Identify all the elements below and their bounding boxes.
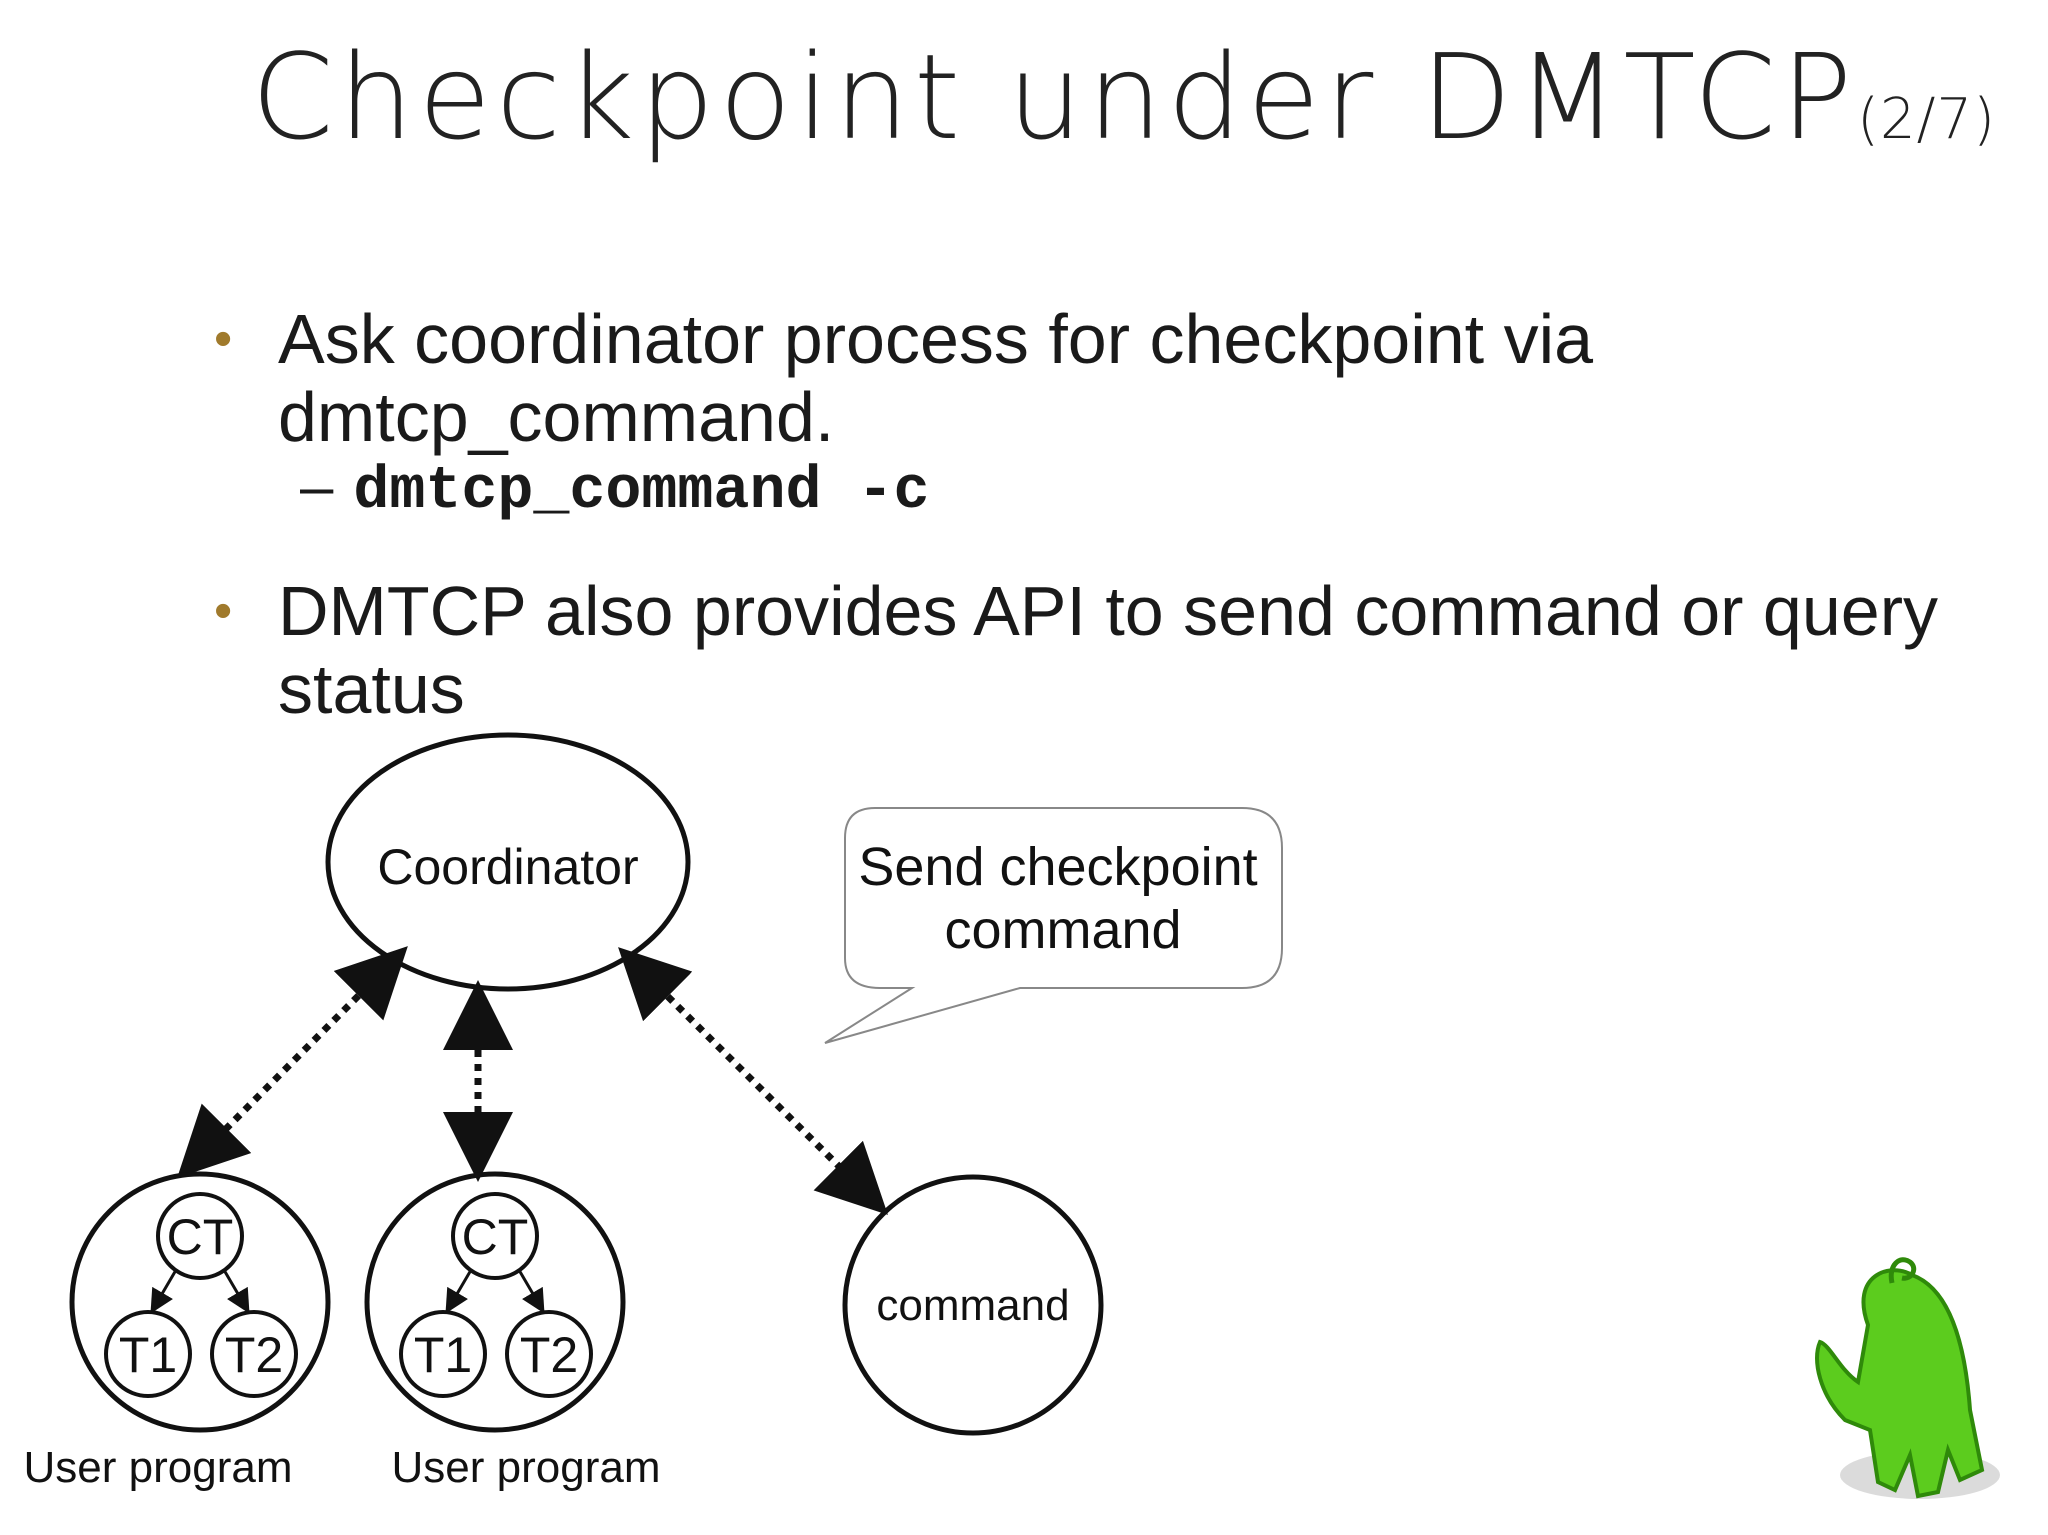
bullet-dot-icon: • — [214, 582, 233, 640]
program-1-caption: User program — [24, 1443, 293, 1492]
program-1-t1-label: T1 — [119, 1327, 177, 1383]
program-2-ct-node — [451, 1192, 539, 1280]
program-2-t1-label: T1 — [414, 1327, 472, 1383]
program-1-ct-label: CT — [167, 1209, 234, 1265]
callout-line-1: Send checkpoint — [858, 837, 1257, 897]
bullet-dot-icon: • — [214, 310, 233, 368]
command-label: command — [876, 1281, 1069, 1330]
mascot-icon — [1815, 1257, 2000, 1499]
arrow-coordinator-program-1 — [177, 946, 408, 1178]
program-1-edge-t2 — [222, 1269, 250, 1314]
program-1-t2-node — [210, 1310, 298, 1398]
page-indicator: (2/7) — [1857, 87, 1996, 152]
program-1-edge-t1 — [150, 1269, 178, 1314]
program-2-t2-label: T2 — [520, 1327, 578, 1383]
program-2-node — [364, 1171, 626, 1433]
program-2-edge-t1 — [445, 1269, 473, 1314]
program-2-edge-t2 — [517, 1269, 545, 1314]
user-program-1: CT T1 T2 User program — [24, 1171, 331, 1492]
speech-callout — [824, 807, 1283, 1044]
program-1-ct-node — [156, 1192, 244, 1280]
title-text: Checkpoint under DMTCP — [251, 28, 1858, 166]
program-2-caption: User program — [392, 1443, 661, 1492]
sub-bullet-dash: – — [300, 453, 334, 520]
user-program-2: CT T1 T2 User program — [364, 1171, 661, 1492]
bullet-1-text: Ask coordinator process for checkpoint v… — [278, 300, 1594, 456]
bullet-2: • DMTCP also provides API to send comman… — [214, 572, 1998, 728]
bullet-2-text: DMTCP also provides API to send command … — [278, 572, 1939, 728]
program-1-t1-node — [104, 1310, 192, 1398]
program-2-t1-node — [399, 1310, 487, 1398]
program-2-t2-node — [505, 1310, 593, 1398]
command-code: dmtcp_command -c — [353, 458, 930, 526]
program-2-ct-label: CT — [462, 1209, 529, 1265]
slide-title: Checkpoint under DMTCP(2/7) — [251, 28, 1996, 166]
program-1-node — [69, 1171, 331, 1433]
command-node — [842, 1174, 1104, 1436]
arrow-coordinator-command — [618, 947, 888, 1215]
sub-bullet: –dmtcp_command -c — [300, 452, 929, 526]
callout-line-2: command — [944, 900, 1181, 960]
program-1-t2-label: T2 — [225, 1327, 283, 1383]
bullet-1: • Ask coordinator process for checkpoint… — [214, 300, 1998, 456]
coordinator-label: Coordinator — [377, 839, 638, 895]
